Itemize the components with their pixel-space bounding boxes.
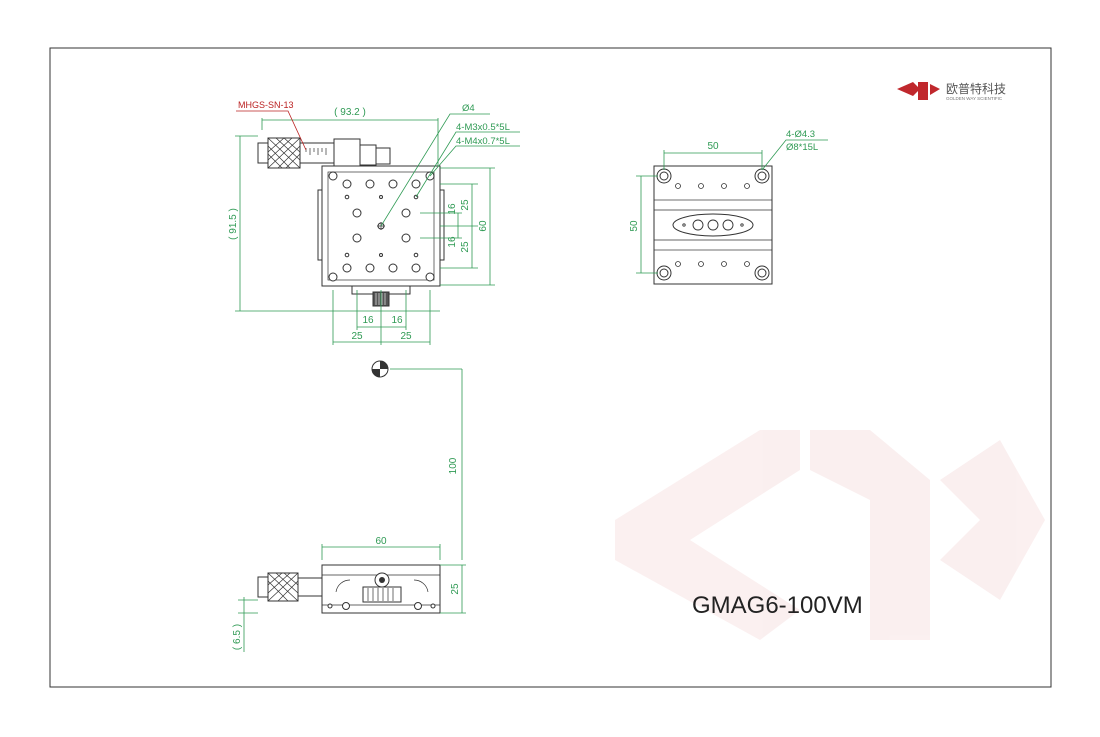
dim-bottom-pitch-small-b: 16 — [391, 315, 403, 326]
top-plate-holes — [328, 171, 435, 282]
dim-top-pitch-large-b: 25 — [460, 241, 471, 253]
dim-side-view-height: 50 — [629, 220, 640, 232]
dim-top-pitch-large-a: 25 — [460, 199, 471, 211]
part-label: MHGS-SN-13 — [238, 100, 294, 110]
callout-thread-small: 4-M3x0.5*5L — [456, 122, 510, 133]
dim-micrometer-offset: ( 6.5 ) — [232, 624, 243, 650]
model-title: GMAG6-100VM — [692, 592, 863, 619]
dim-overall-width: ( 93.2 ) — [334, 107, 366, 118]
top-view-dimensions: ( 93.2 ) ( 91.5 ) MHGS-SN-13 Ø4 4-M3x0.5… — [228, 100, 520, 345]
dim-overall-height: ( 91.5 ) — [228, 208, 239, 240]
dim-front-height: 25 — [450, 583, 461, 595]
mount-holes — [656, 168, 770, 281]
dim-bottom-pitch-large-a: 25 — [351, 331, 363, 342]
brand-logo: 欧普特科技 GOLDEN WAY SCIENTIFIC — [897, 81, 1006, 101]
dim-top-pitch-small-a: 16 — [447, 203, 458, 215]
drawing-frame — [49, 47, 1052, 688]
callout-hole-center: Ø4 — [462, 103, 475, 114]
dim-bottom-pitch-small-a: 16 — [362, 315, 374, 326]
brand-logo-subtitle: GOLDEN WAY SCIENTIFIC — [946, 96, 1003, 101]
micrometer-sleeve — [299, 142, 335, 164]
dim-top-pitch-small-b: 16 — [447, 236, 458, 248]
brand-logo-name: 欧普特科技 — [946, 81, 1006, 96]
front-view: 60 25 ( 6.5 ) — [232, 536, 466, 652]
dim-front-width: 60 — [375, 536, 387, 547]
dim-top-size: 60 — [478, 220, 489, 232]
bottom-view: 50 50 4-Ø4.3 Ø8*15L — [629, 129, 828, 285]
callout-counterbore: Ø8*15L — [786, 142, 818, 153]
callout-thread-large: 4-M4x0.7*5L — [456, 136, 510, 147]
travel-indicator: 100 — [371, 360, 463, 560]
micrometer-cap — [257, 142, 269, 164]
callout-mount-hole: 4-Ø4.3 — [786, 129, 815, 140]
watermark-logo — [615, 430, 1045, 640]
dim-bottom-pitch-large-b: 25 — [400, 331, 412, 342]
top-view — [257, 137, 445, 307]
brand-logo-mark-icon — [897, 82, 940, 100]
dim-side-view-width: 50 — [707, 141, 719, 152]
dim-travel: 100 — [448, 457, 459, 474]
